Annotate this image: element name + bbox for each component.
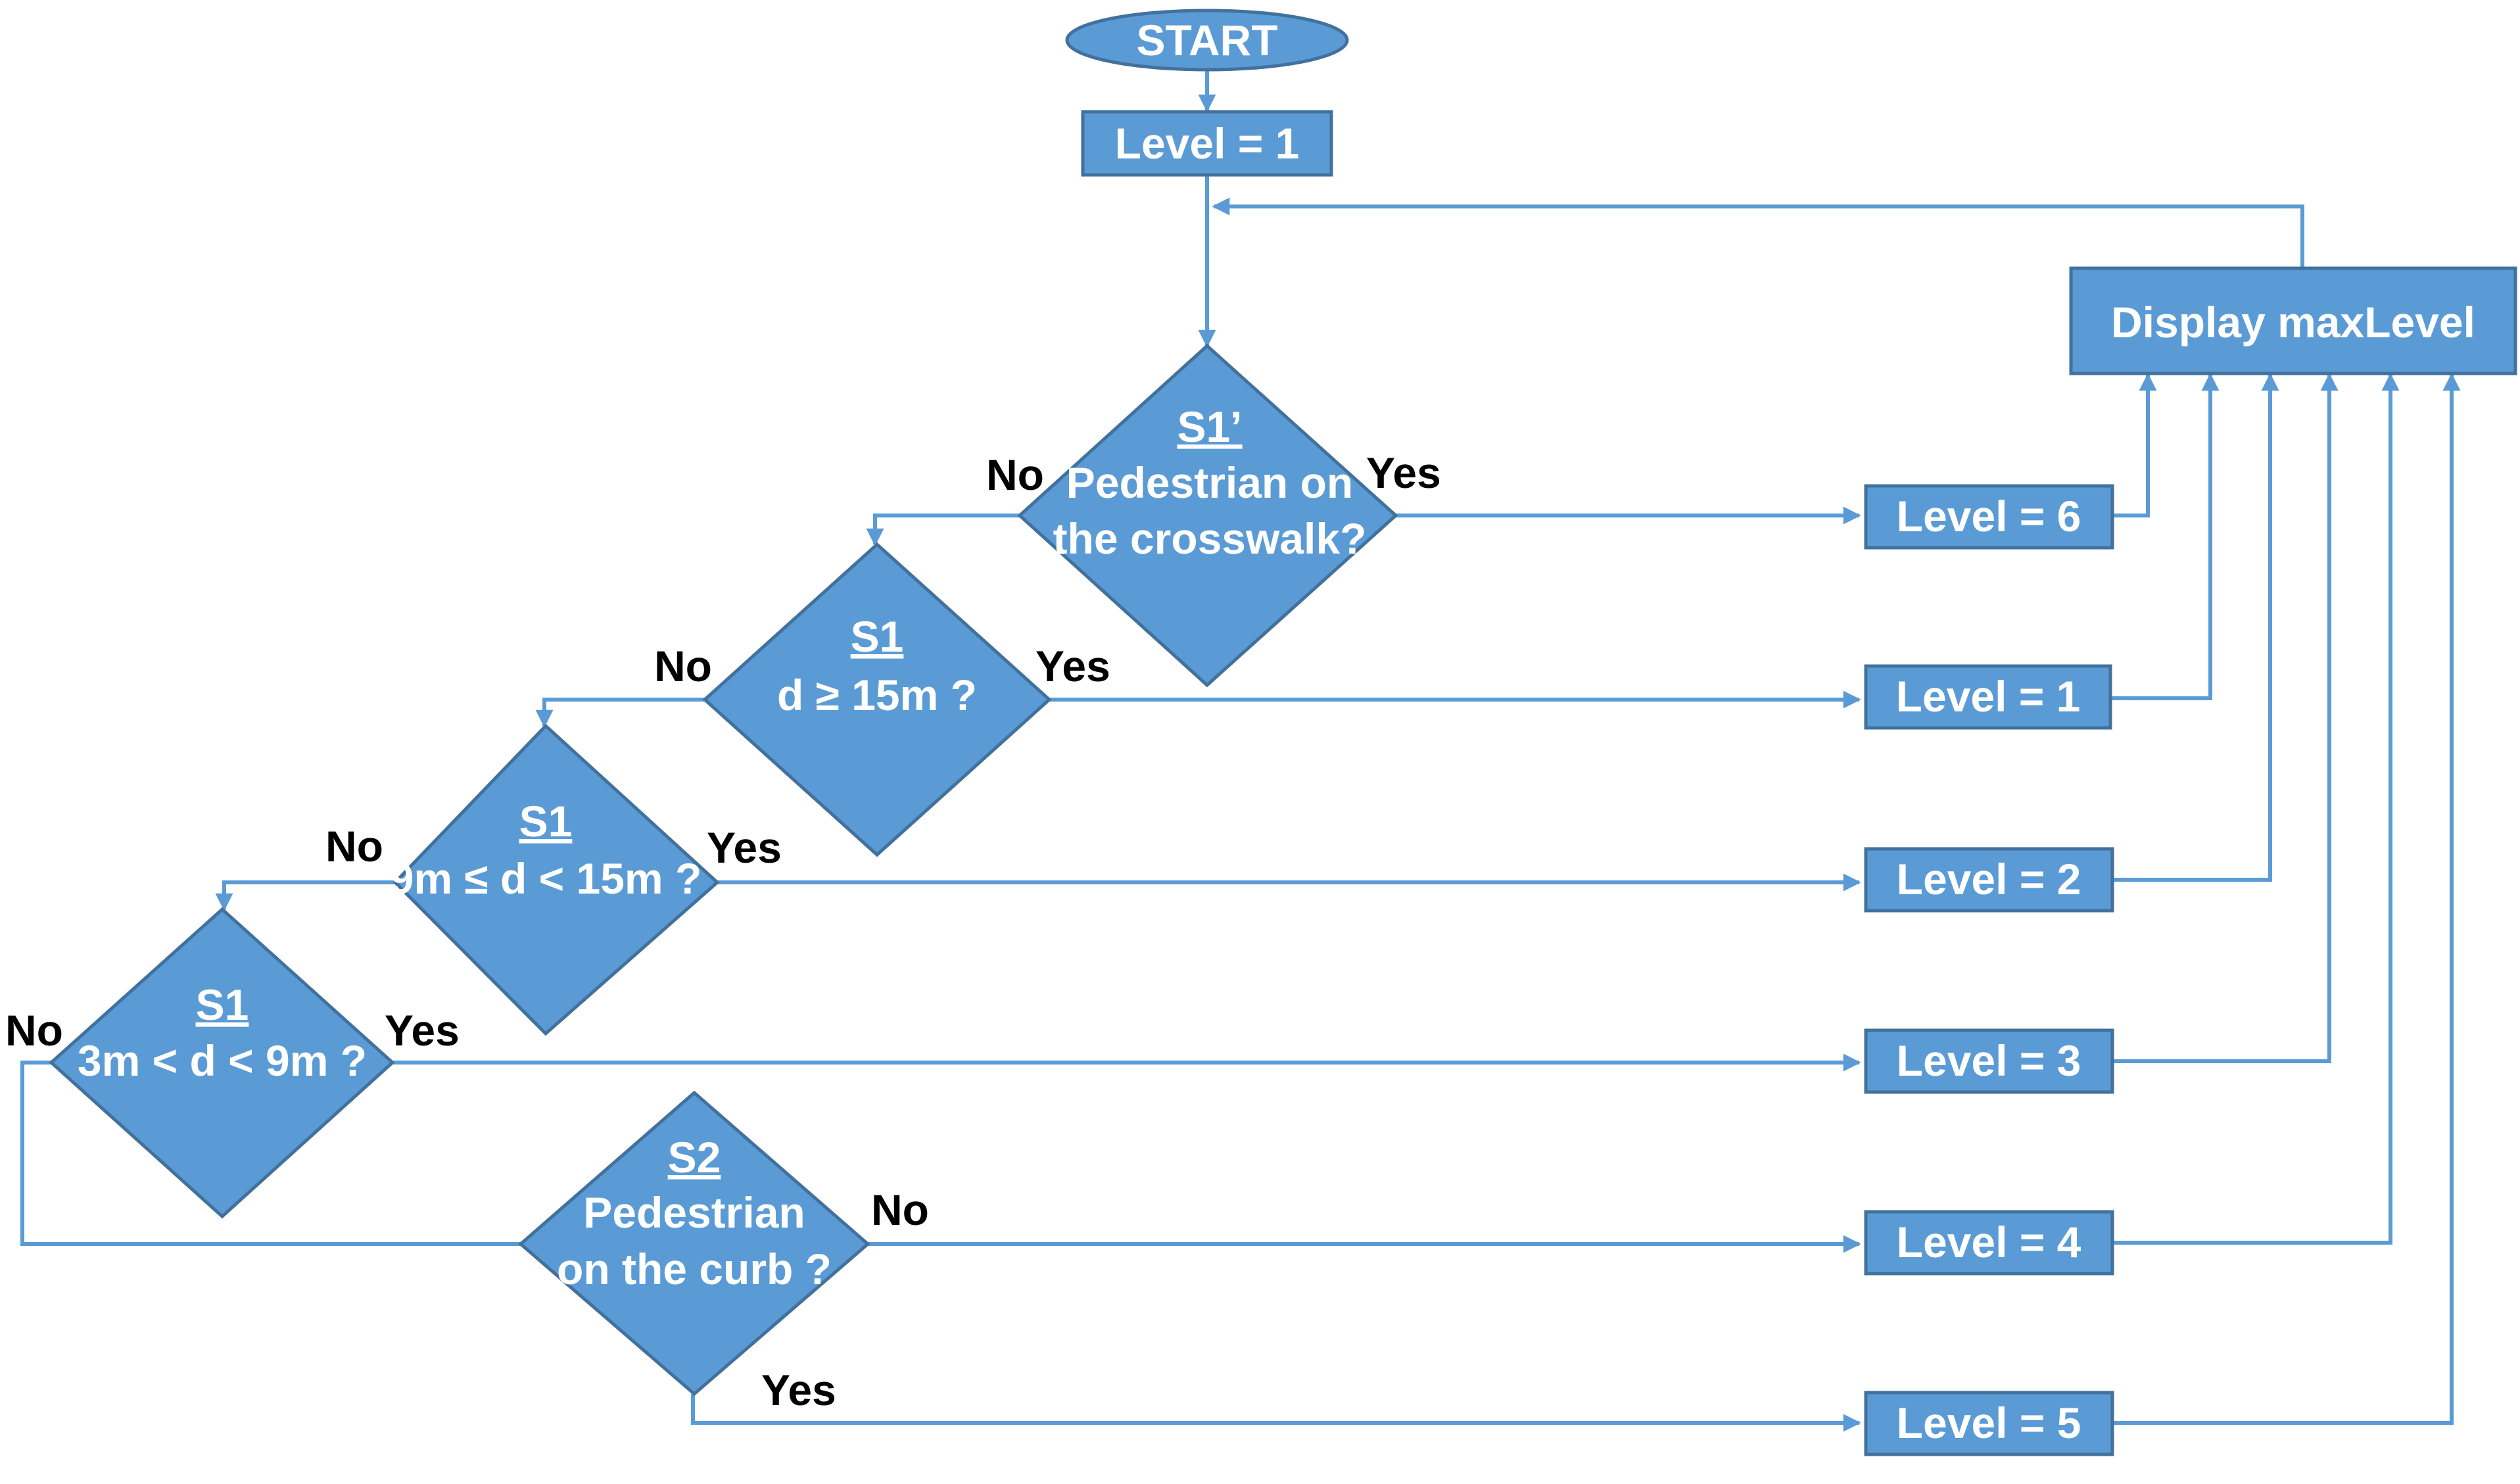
connector-level5-to-display — [2112, 373, 2461, 1425]
decision-s2-id: S2 — [668, 1133, 721, 1182]
decision-s1-far-diamond — [702, 542, 1052, 857]
level-box-5-rect — [1864, 1391, 2114, 1456]
decision-s1prime-id: S1’ — [1177, 402, 1242, 451]
init-level-label: Level = 1 — [1115, 119, 1300, 168]
decision-s1-far-id: S1 — [851, 612, 904, 661]
decision-s1prime-yes-label: Yes — [1366, 448, 1441, 497]
decision-s1-far-yes-label: Yes — [1035, 642, 1110, 690]
start-ellipse — [1065, 9, 1349, 72]
decision-s1prime-no-label: No — [986, 450, 1044, 499]
connector-level2-to-display — [2112, 373, 2279, 882]
level-box-4: Level = 4 — [1864, 1210, 2114, 1276]
level-box-2: Level = 2 — [1864, 847, 2114, 913]
connectors — [20, 71, 2461, 1432]
level-box-4-label: Level = 4 — [1897, 1218, 2081, 1266]
decision-s2-no-label: No — [871, 1185, 929, 1234]
connector-level1b-to-display — [2110, 373, 2220, 700]
level-box-1-label: Level = 1 — [1896, 672, 2081, 721]
connector-s1prime-no — [866, 514, 1020, 546]
decision-s1-far-question: d ≥ 15m ? — [777, 671, 977, 719]
connector-loop-back — [1212, 197, 2304, 267]
level-box-3-label: Level = 3 — [1897, 1036, 2081, 1085]
display-maxlevel-rect — [2069, 266, 2517, 375]
connector-s2-yes — [691, 1394, 1861, 1432]
decision-s1-mid-no-label: No — [325, 822, 383, 871]
start-label: START — [1136, 16, 1277, 64]
init-level-rect — [1081, 110, 1333, 177]
level-box-2-rect — [1864, 847, 2114, 913]
connector-s1c-no — [20, 1061, 521, 1246]
decision-s1-far: S1 d ≥ 15m ? Yes No — [654, 542, 1110, 857]
decision-s2-yes-label: Yes — [761, 1366, 836, 1414]
decision-s1-far-no-label: No — [654, 642, 712, 690]
decision-s1-mid: S1 9m ≤ d < 15m ? Yes No — [325, 723, 782, 1036]
display-maxlevel-box: Display maxLevel — [2069, 266, 2517, 375]
decision-s1prime: S1’ Pedestrian on the crosswalk? Yes No — [986, 343, 1441, 688]
level-box-1-rect — [1864, 664, 2112, 730]
decision-s1prime-question-line2: the crosswalk? — [1053, 514, 1367, 563]
display-maxlevel-label: Display maxLevel — [2111, 298, 2475, 347]
connector-level3-to-display — [2112, 373, 2339, 1063]
decision-s1-near-yes-label: Yes — [385, 1006, 460, 1055]
connector-level4-to-display — [2112, 373, 2400, 1245]
decision-s2: S2 Pedestrian on the curb ? Yes No — [518, 1090, 929, 1414]
decision-s1-near: S1 3m < d < 9m ? Yes No — [5, 907, 460, 1219]
level-box-3: Level = 3 — [1864, 1028, 2114, 1094]
decision-s1-near-diamond — [49, 907, 395, 1219]
level-box-3-rect — [1864, 1028, 2114, 1094]
decision-s2-diamond — [518, 1090, 870, 1397]
decision-s1-mid-question: 9m ≤ d < 15m ? — [390, 854, 702, 903]
connector-s1a-no — [535, 698, 705, 728]
level-box-4-rect — [1864, 1210, 2114, 1276]
level-box-6-rect — [1864, 484, 2114, 550]
decision-s2-question-line2: on the curb ? — [557, 1245, 832, 1293]
connector-level6-to-display — [2112, 373, 2157, 517]
connector-s1b-no — [215, 880, 395, 911]
decision-s2-question-line1: Pedestrian — [583, 1188, 805, 1237]
level-box-2-label: Level = 2 — [1897, 855, 2081, 903]
decision-s1-near-question: 3m < d < 9m ? — [78, 1036, 367, 1085]
decision-s1-near-no-label: No — [5, 1006, 63, 1055]
level-box-6: Level = 6 — [1864, 484, 2114, 550]
init-level-box: Level = 1 — [1081, 110, 1333, 177]
decision-s1-mid-yes-label: Yes — [707, 823, 782, 872]
start-terminal: START — [1065, 9, 1349, 72]
level-box-5: Level = 5 — [1864, 1391, 2114, 1456]
level-box-6-label: Level = 6 — [1897, 492, 2081, 540]
decision-s1-near-id: S1 — [196, 980, 249, 1029]
decision-s1prime-question-line1: Pedestrian on — [1066, 458, 1353, 507]
level-box-1: Level = 1 — [1864, 664, 2112, 730]
level-box-5-label: Level = 5 — [1897, 1399, 2081, 1447]
decision-s1-mid-id: S1 — [519, 797, 573, 846]
decision-s1prime-diamond — [1017, 343, 1398, 688]
decision-s1-mid-diamond — [392, 723, 720, 1036]
